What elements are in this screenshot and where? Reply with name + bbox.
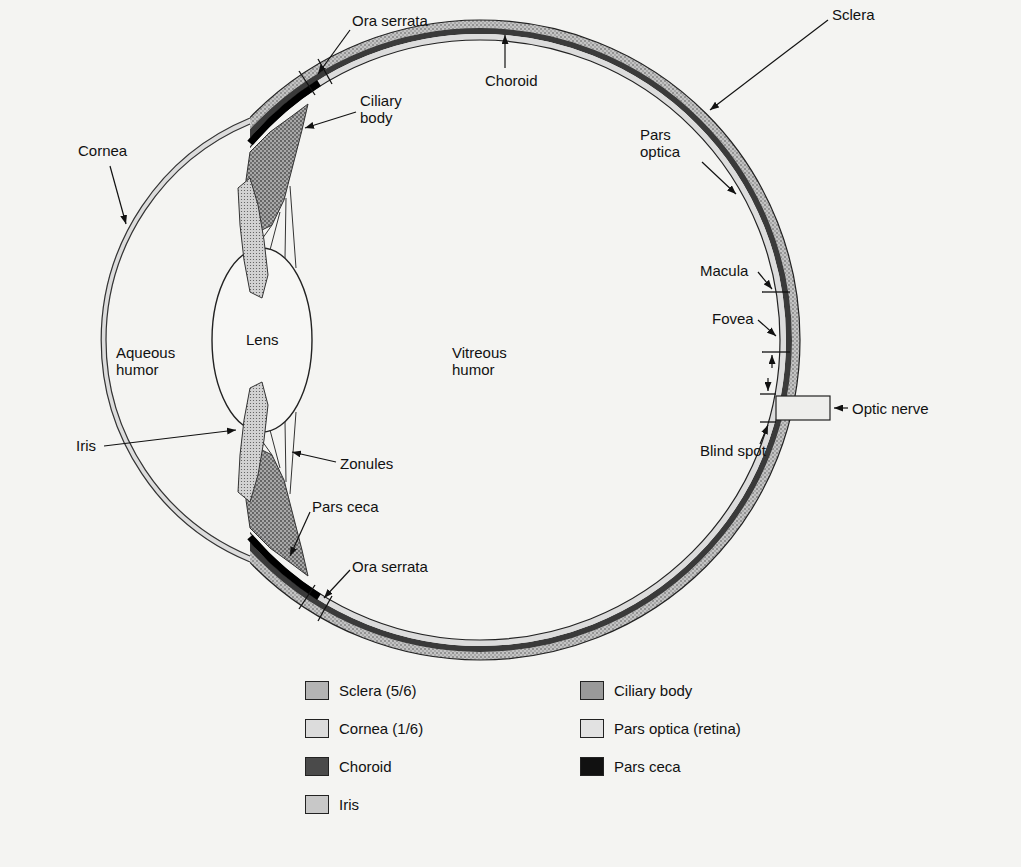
optic-nerve-shape [776, 396, 830, 420]
legend-swatch [305, 681, 329, 700]
legend-text: Iris [339, 796, 359, 813]
part-label: Lens [246, 331, 279, 348]
legend-swatch [580, 757, 604, 776]
legend-text: Cornea (1/6) [339, 720, 423, 737]
part-label: Optic nerve [852, 400, 929, 417]
part-label: Cornea [78, 142, 127, 159]
part-label: Aqueous humor [116, 344, 196, 379]
legend-swatch [580, 681, 604, 700]
legend-swatch [305, 719, 329, 738]
part-label: Zonules [340, 455, 393, 472]
leader-lines [104, 20, 848, 598]
part-label: Blind spot [700, 442, 766, 459]
part-label: Pars optica [640, 126, 702, 161]
part-label: Iris [76, 437, 96, 454]
legend-text: Pars ceca [614, 758, 681, 775]
legend-text: Ciliary body [614, 682, 692, 699]
legend-swatch [305, 795, 329, 814]
part-label: Choroid [485, 72, 538, 89]
part-label: Macula [700, 262, 748, 279]
legend-text: Pars optica (retina) [614, 720, 741, 737]
legend-text: Sclera (5/6) [339, 682, 417, 699]
part-label: Fovea [712, 310, 754, 327]
region-ticks [299, 59, 790, 621]
part-label: Vitreous humor [452, 344, 532, 379]
legend-swatch [305, 757, 329, 776]
part-label: Pars ceca [312, 498, 379, 515]
part-label: Ora serrata [352, 558, 428, 575]
eyeball-wall [160, 20, 800, 660]
legend-swatch [580, 719, 604, 738]
legend-text: Choroid [339, 758, 392, 775]
part-label: Ora serrata [352, 12, 428, 29]
part-label: Ciliary body [360, 92, 422, 127]
part-label: Sclera [832, 6, 875, 23]
